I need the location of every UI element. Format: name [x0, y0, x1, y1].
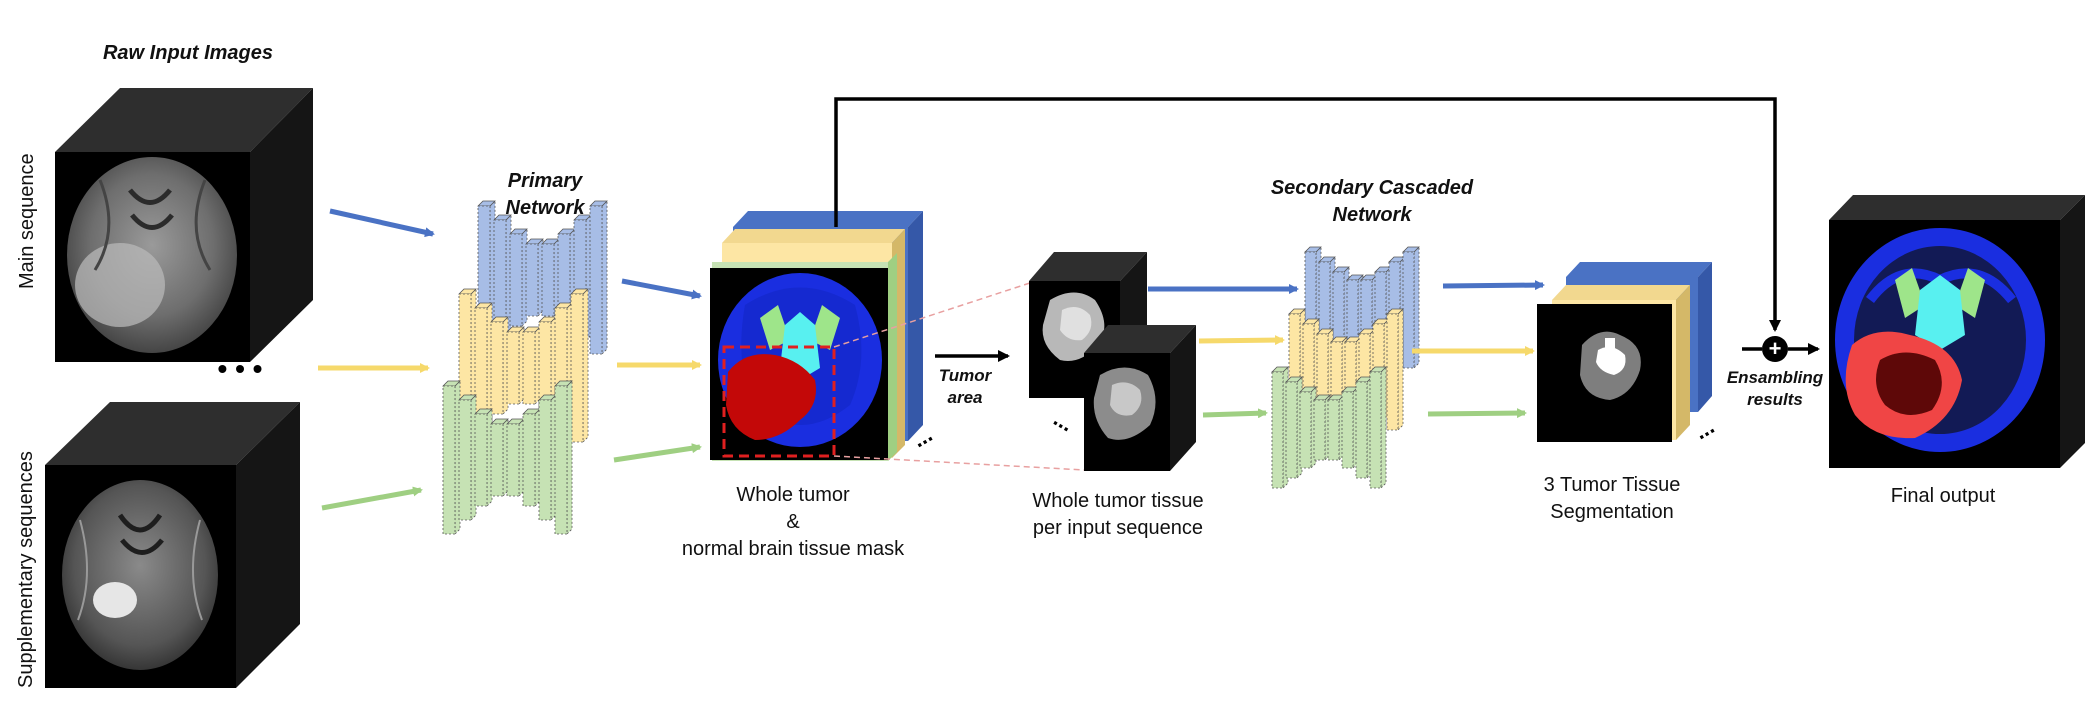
tumor-region-red	[726, 354, 816, 440]
primary-green-layer	[506, 423, 520, 497]
arrow-green-to-secondary	[1202, 408, 1268, 419]
secondary-network	[1271, 246, 1420, 489]
secondary-green-layer	[1299, 391, 1312, 469]
secondary-green-layer	[1313, 399, 1326, 461]
primary-blue-layer-side	[601, 200, 608, 355]
segmentation-caption: 3 Tumor Tissue Segmentation	[1543, 474, 1681, 523]
primary-green-layer	[458, 399, 472, 521]
primary-green-layer-side	[566, 380, 573, 535]
tumor-tissue-caption: Whole tumor tissue per input sequence	[1032, 490, 1204, 539]
main-ellipsis: • • •	[218, 353, 263, 384]
secondary-network-title: Secondary Cascaded Network	[1270, 177, 1474, 226]
secondary-green-layer	[1369, 371, 1382, 489]
skip-connection-line	[834, 97, 1781, 332]
supplementary-sequence-cube	[45, 402, 300, 688]
arrow-blue-input	[329, 208, 435, 238]
primary-blue-layer	[509, 233, 523, 327]
arrow-green-input	[321, 486, 423, 511]
final-tumor-core	[1876, 352, 1942, 415]
primary-green-layer	[474, 413, 488, 507]
secondary-yellow-layer	[1330, 341, 1343, 403]
seg-ellipsis: ...	[1690, 414, 1718, 445]
secondary-green-layer	[1341, 391, 1354, 469]
primary-blue-layer	[589, 205, 603, 355]
ensemble-plus-node	[1762, 336, 1788, 362]
primary-yellow-layer	[506, 331, 520, 405]
arrow-green-to-mask	[613, 443, 702, 463]
primary-green-layer	[554, 385, 568, 535]
primary-network-title: Primary Network	[505, 170, 585, 219]
arrow-blue-to-mask	[621, 278, 702, 300]
secondary-green-layer	[1355, 381, 1368, 479]
secondary-green-layer-side	[1380, 366, 1387, 489]
brain-mri-supplementary	[62, 480, 218, 670]
primary-blue-layer	[541, 243, 555, 317]
secondary-blue-layer	[1346, 279, 1359, 341]
primary-green-layer	[490, 423, 504, 497]
secondary-yellow-layer-side	[1397, 308, 1404, 431]
secondary-yellow-layer	[1386, 313, 1399, 431]
secondary-green-layer	[1285, 381, 1298, 479]
arrow-green-to-seg	[1427, 408, 1527, 419]
tumor-area-label: Tumor area	[938, 366, 992, 407]
arrow-blue-to-seg	[1442, 280, 1545, 291]
final-output-caption: Final output	[1890, 485, 1996, 507]
secondary-green-layer	[1271, 371, 1284, 489]
zoom-line-top	[833, 280, 1037, 348]
arrow-yellow-to-secondary	[1198, 335, 1285, 346]
raw-input-title: Raw Input Images	[102, 42, 274, 64]
segmentation-stack	[1537, 262, 1712, 442]
zoom-line-bottom	[833, 455, 1085, 471]
tumor-roi-box	[722, 345, 836, 458]
main-sequence-label: Main sequence	[16, 153, 38, 289]
primary-green-layer	[442, 385, 456, 535]
primary-yellow-layer-side	[582, 288, 589, 443]
tissue-ellipsis: ...	[1050, 406, 1078, 437]
primary-yellow-layer	[490, 321, 504, 415]
primary-yellow-layer	[522, 331, 536, 405]
primary-green-layer	[538, 399, 552, 521]
primary-yellow-layer	[570, 293, 584, 443]
main-sequence-cube	[55, 88, 313, 362]
whole-tumor-caption: Whole tumor & normal brain tissue mask	[681, 484, 905, 560]
primary-green-layer	[522, 413, 536, 507]
primary-network	[442, 200, 608, 535]
tumor-tissue-cube-2	[1084, 325, 1196, 471]
ensembling-label: Ensambling results	[1726, 368, 1824, 409]
supplementary-sequences-label: Supplementary sequences	[15, 451, 37, 688]
whole-tumor-mask-stack	[710, 211, 923, 461]
secondary-green-layer	[1327, 399, 1340, 461]
primary-blue-layer	[525, 243, 539, 317]
plus-symbol: +	[1769, 336, 1782, 361]
final-output-cube	[1829, 195, 2085, 468]
